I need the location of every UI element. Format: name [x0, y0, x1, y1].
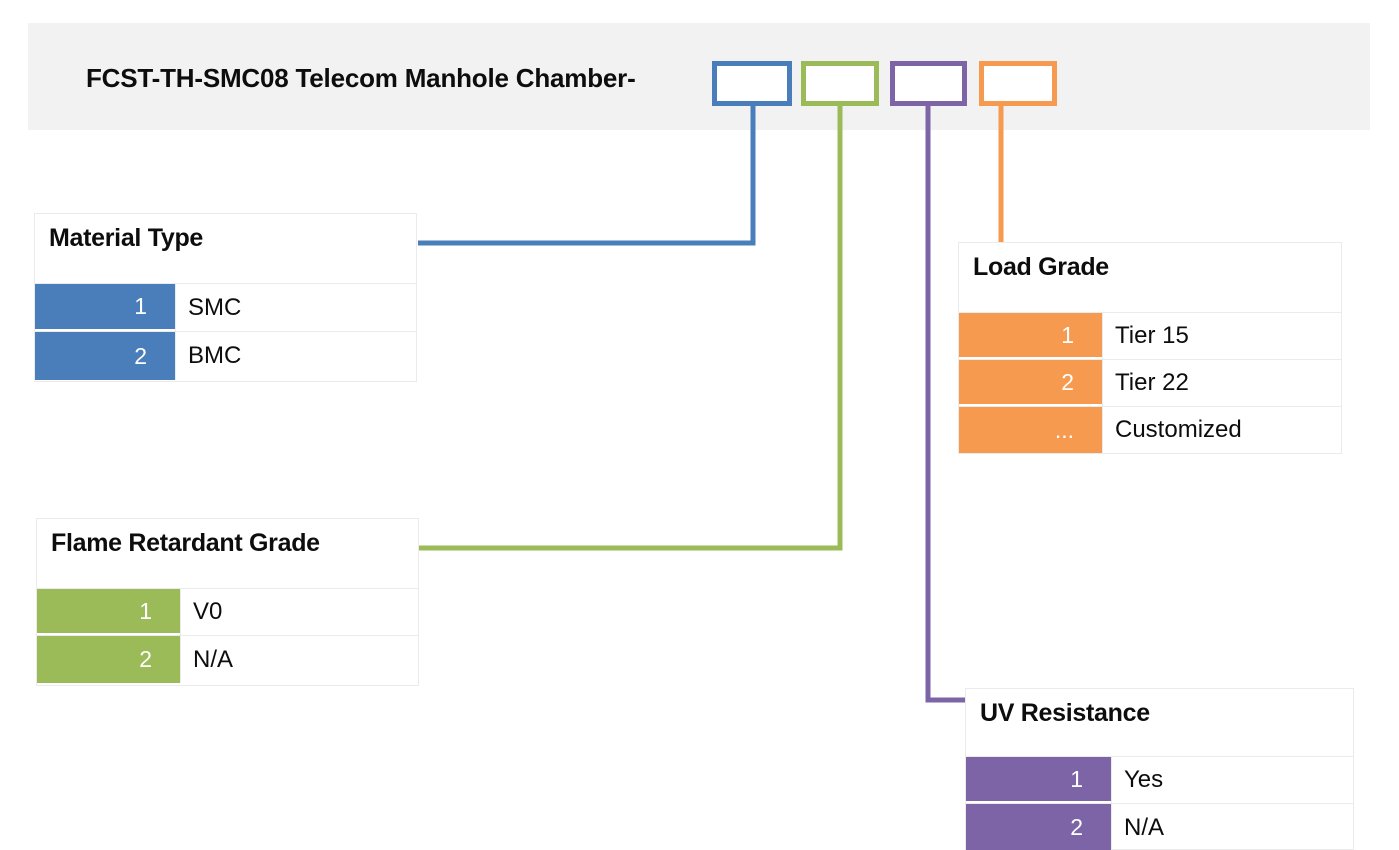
table-title: UV Resistance [980, 699, 1150, 727]
table-uv-resistance: UV Resistance 1 Yes 2 N/A [965, 688, 1354, 850]
option-code: 1 [959, 313, 1102, 359]
option-code: 1 [37, 589, 180, 635]
table-row: 2 Tier 22 [959, 360, 1341, 407]
table-row: 2 BMC [35, 332, 416, 380]
table-row: ... Customized [959, 407, 1341, 453]
table-row: 1 SMC [35, 284, 416, 332]
table-row: 1 Tier 15 [959, 313, 1341, 360]
option-code: ... [959, 407, 1102, 453]
option-value: BMC [175, 332, 416, 380]
table-header-flame-retardant-grade: Flame Retardant Grade [37, 519, 418, 589]
option-code: 2 [37, 636, 180, 683]
option-value: V0 [180, 589, 418, 635]
table-material-type: Material Type 1 SMC 2 BMC [34, 213, 417, 382]
table-title: Material Type [49, 224, 204, 252]
connector-flame-retardant-grade [418, 105, 843, 551]
option-value: Tier 15 [1102, 313, 1341, 359]
code-box-uv-resistance[interactable] [890, 61, 967, 106]
option-value: Yes [1111, 757, 1353, 803]
table-load-grade: Load Grade 1 Tier 15 2 Tier 22 ... Custo… [958, 242, 1342, 454]
option-code: 2 [959, 360, 1102, 406]
option-value: Customized [1102, 407, 1341, 453]
table-row: 2 N/A [966, 804, 1353, 850]
option-value: Tier 22 [1102, 360, 1341, 406]
option-value: SMC [175, 284, 416, 331]
code-box-load-grade[interactable] [979, 61, 1057, 106]
option-value: N/A [1111, 804, 1353, 850]
code-box-material-type[interactable] [712, 61, 792, 106]
table-title: Load Grade [973, 253, 1109, 281]
option-code: 2 [966, 804, 1111, 850]
option-code: 1 [966, 757, 1111, 803]
table-row: 1 Yes [966, 757, 1353, 804]
table-row: 1 V0 [37, 589, 418, 636]
option-value: N/A [180, 636, 418, 683]
code-box-flame-retardant-grade[interactable] [801, 61, 879, 106]
table-header-material-type: Material Type [35, 214, 416, 284]
option-code: 1 [35, 284, 175, 331]
option-code: 2 [35, 332, 175, 380]
table-flame-retardant-grade: Flame Retardant Grade 1 V0 2 N/A [36, 518, 419, 686]
table-row: 2 N/A [37, 636, 418, 683]
page-title: FCST-TH-SMC08 Telecom Manhole Chamber- [86, 63, 636, 93]
table-header-load-grade: Load Grade [959, 243, 1341, 313]
table-header-uv-resistance: UV Resistance [966, 689, 1353, 757]
table-title: Flame Retardant Grade [51, 529, 320, 557]
